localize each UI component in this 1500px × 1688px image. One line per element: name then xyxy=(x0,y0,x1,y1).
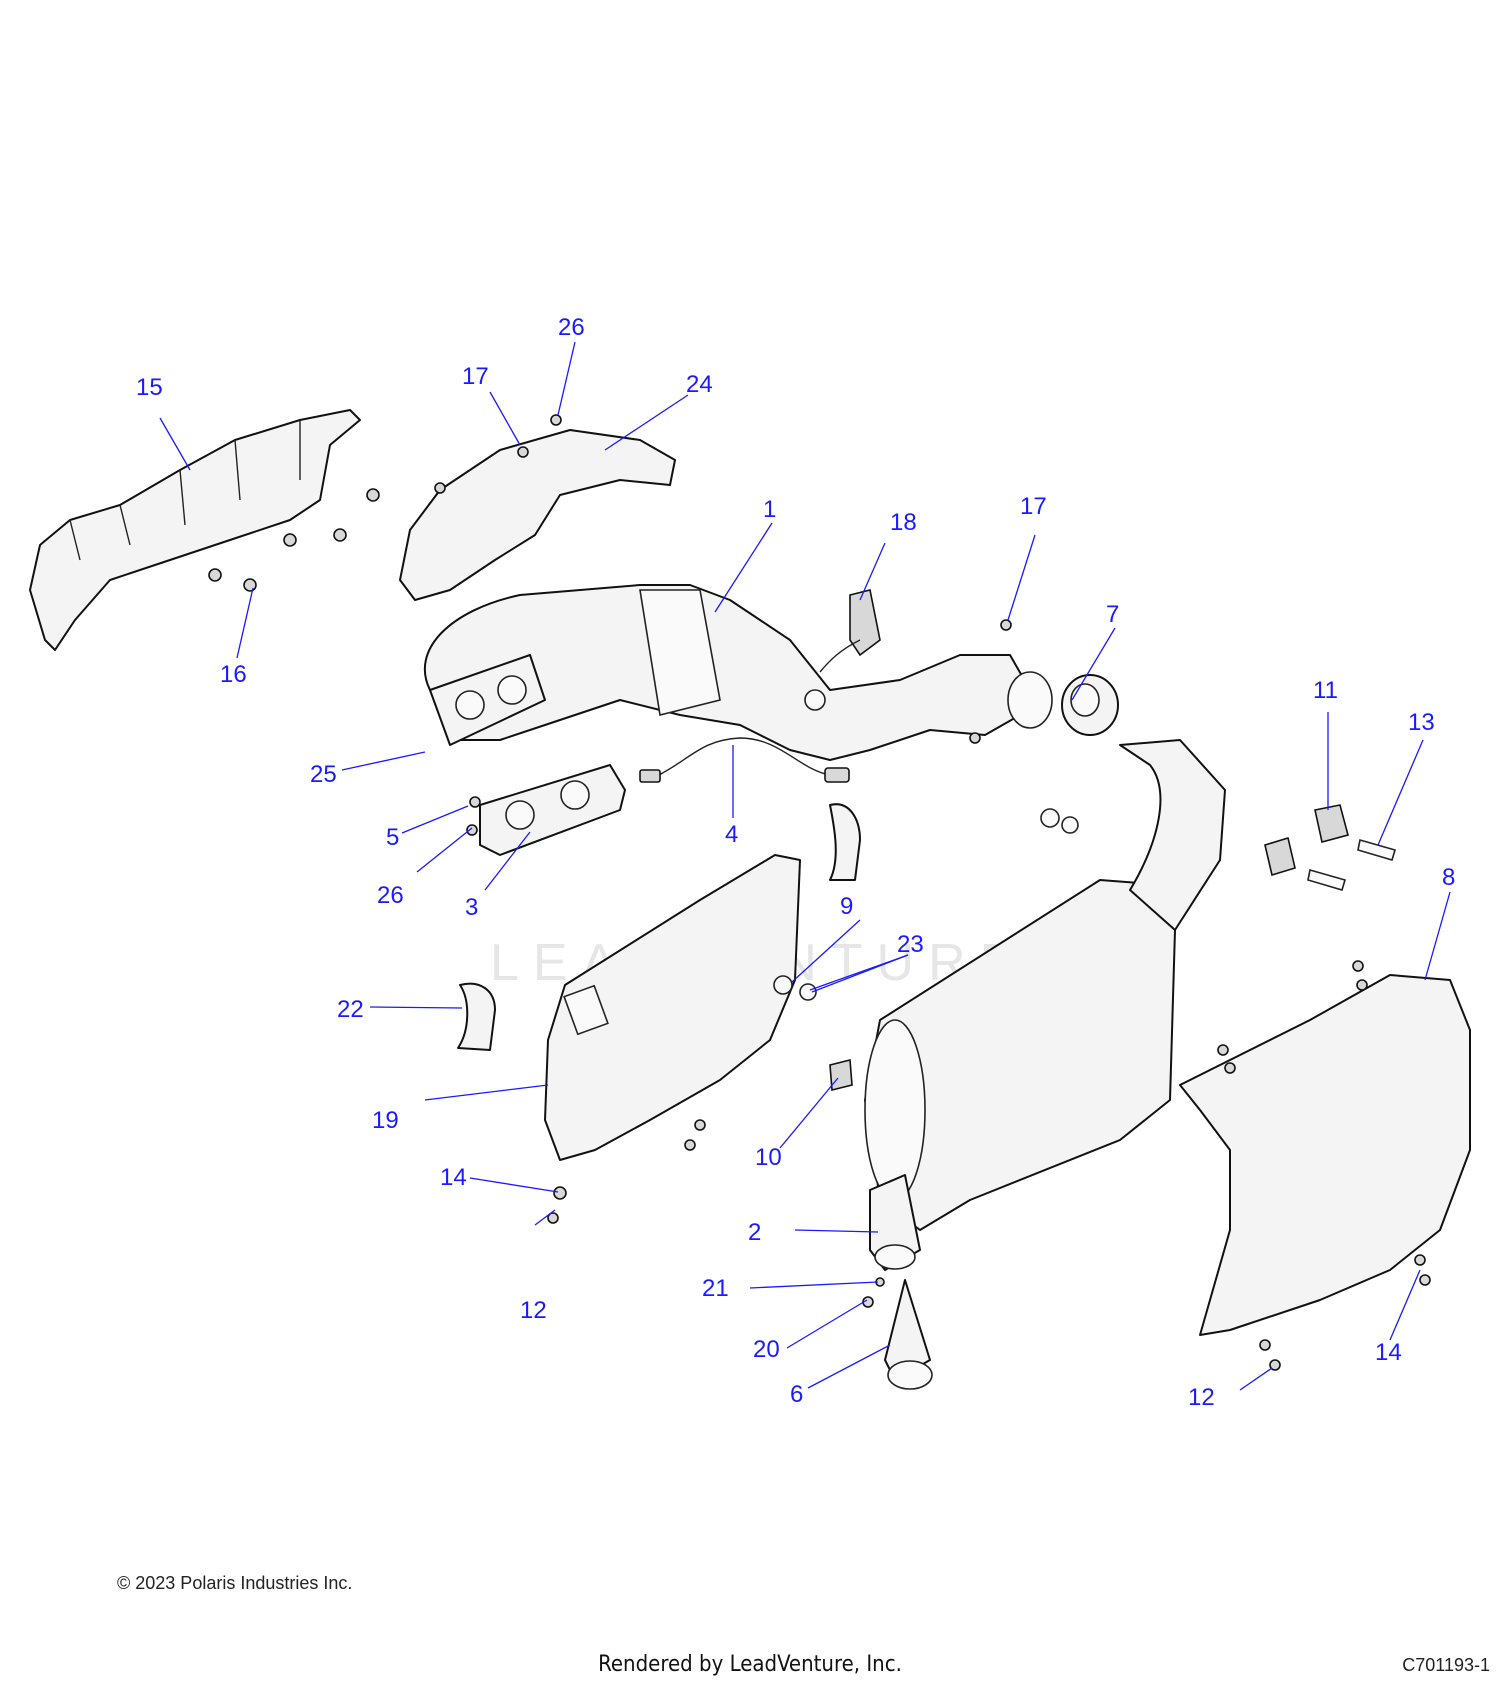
callout-17a: 17 xyxy=(462,363,489,390)
callout-12a: 12 xyxy=(520,1297,547,1324)
fasteners xyxy=(208,414,1431,1371)
exhaust-headpipe xyxy=(424,584,1053,761)
callout-18: 18 xyxy=(890,509,917,536)
diagram-code: C701193-1 xyxy=(1402,1655,1490,1675)
callout-5: 5 xyxy=(386,824,399,851)
clamp-upper xyxy=(829,803,861,881)
callout-17b: 17 xyxy=(1020,493,1047,520)
bolt-upper xyxy=(1357,838,1396,861)
callout-22: 22 xyxy=(337,996,364,1023)
callout-1: 1 xyxy=(763,496,776,523)
spring-lower xyxy=(1264,836,1296,877)
callout-14b: 14 xyxy=(1375,1339,1402,1366)
heat-shield-rear xyxy=(1179,974,1471,1336)
callout-24: 24 xyxy=(686,371,713,398)
heat-shield-front xyxy=(29,409,361,651)
callout-6: 6 xyxy=(790,1381,803,1408)
heat-shield-upper xyxy=(399,429,676,601)
callout-23: 23 xyxy=(897,931,924,958)
clamp-lower xyxy=(457,982,496,1051)
callout-15: 15 xyxy=(136,374,163,401)
spring-upper xyxy=(1314,804,1349,843)
exhaust-seal xyxy=(1061,674,1119,736)
callout-20: 20 xyxy=(753,1336,780,1363)
copyright-notice: © 2023 Polaris Industries Inc. xyxy=(117,1573,353,1593)
callout-8: 8 xyxy=(1442,864,1455,891)
rendered-by-credit: Rendered by LeadVenture, Inc. xyxy=(598,1652,902,1677)
callout-21: 21 xyxy=(702,1275,729,1302)
leader-lines xyxy=(159,341,1451,1391)
muffler xyxy=(864,739,1226,1271)
callout-12b: 12 xyxy=(1188,1384,1215,1411)
callout-26a: 26 xyxy=(558,314,585,341)
exhaust-tip xyxy=(884,1279,933,1390)
heat-shield-lower xyxy=(544,854,801,1161)
muffler-spring xyxy=(829,1058,853,1092)
callout-14a: 14 xyxy=(440,1164,467,1191)
callout-7: 7 xyxy=(1106,601,1119,628)
oxygen-sensor xyxy=(639,737,850,783)
exhaust-flange xyxy=(429,654,546,746)
callout-25: 25 xyxy=(310,761,337,788)
callout-16: 16 xyxy=(220,661,247,688)
callout-4: 4 xyxy=(725,821,738,848)
callout-10: 10 xyxy=(755,1144,782,1171)
callout-11: 11 xyxy=(1313,677,1338,704)
bolt-lower xyxy=(1307,868,1346,891)
callout-13: 13 xyxy=(1408,709,1435,736)
grommets xyxy=(773,808,1079,1001)
callout-2: 2 xyxy=(748,1219,761,1246)
callout-26b: 26 xyxy=(377,882,404,909)
hanger-bracket xyxy=(819,589,881,673)
callout-3: 3 xyxy=(465,894,478,921)
callout-9: 9 xyxy=(840,893,853,920)
exhaust-gasket xyxy=(479,764,626,856)
callout-19: 19 xyxy=(372,1107,399,1134)
callouts: 1 2 3 4 5 6 7 8 9 10 11 12 12 13 14 14 1… xyxy=(136,314,1455,1411)
